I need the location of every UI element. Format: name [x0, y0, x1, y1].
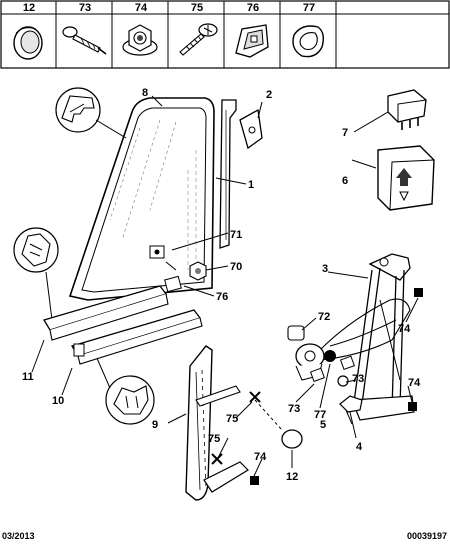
callout-73a: 73	[352, 373, 364, 385]
callout-5: 5	[320, 419, 326, 431]
slide-clip-detail	[95, 355, 155, 425]
callout-labels: 8 2 1 7 6 71 70 3 76 72 74 11 10 73 74 7…	[22, 87, 421, 483]
seal-ring-icon	[292, 25, 325, 58]
door-frame-seal	[219, 99, 237, 249]
body-grommet-12	[254, 399, 303, 449]
callout-70: 70	[230, 261, 242, 273]
callout-74c: 74	[254, 451, 267, 463]
clip-profile-detail	[13, 227, 59, 321]
callout-75b: 75	[208, 433, 220, 445]
footer-date: 03/2013	[2, 531, 35, 541]
callout-76: 76	[216, 291, 228, 303]
callout-71: 71	[230, 229, 242, 241]
callout-7: 7	[342, 127, 348, 139]
header-part-ref-75: 75	[191, 2, 203, 14]
regulator-bracket-4	[339, 395, 363, 413]
footer-reference-number: 00039197	[406, 531, 447, 541]
clip-76	[164, 275, 182, 293]
callout-3: 3	[322, 263, 328, 275]
callout-12: 12	[286, 471, 298, 483]
washer-73	[337, 375, 349, 387]
push-rivet-icon	[62, 26, 107, 55]
header-part-ref-76: 76	[247, 2, 259, 14]
ring-77	[324, 350, 336, 362]
self-tapping-screw-icon	[179, 23, 218, 56]
lower-channel-10	[71, 309, 203, 365]
small-clip-71	[149, 245, 177, 271]
callout-8: 8	[142, 87, 148, 99]
callout-75a: 75	[226, 413, 238, 425]
callout-74a: 74	[398, 323, 411, 335]
callout-72: 72	[318, 311, 330, 323]
lower-channel-11	[43, 285, 169, 341]
grommet-icon	[13, 26, 43, 60]
header-part-ref-12: 12	[23, 2, 35, 14]
callout-9: 9	[152, 419, 158, 431]
screw-marker	[211, 391, 261, 465]
window-glass	[68, 97, 215, 301]
callout-11: 11	[22, 371, 34, 383]
guide-rail	[185, 345, 249, 501]
header-part-ref-73: 73	[79, 2, 91, 14]
retaining-clip-icon	[235, 24, 269, 58]
seal-profile-detail	[55, 87, 127, 139]
callout-2: 2	[266, 89, 272, 101]
leader-lines	[31, 95, 419, 477]
callout-74b: 74	[408, 377, 421, 389]
window-switch[interactable]	[377, 145, 435, 211]
glass-bracket	[239, 108, 263, 150]
header-part-ref-77: 77	[303, 2, 315, 14]
callout-1: 1	[248, 179, 254, 191]
callout-4: 4	[356, 441, 363, 453]
regulator-fixing-nuts	[250, 288, 423, 485]
callout-6: 6	[342, 175, 348, 187]
regulator-motor	[287, 325, 325, 381]
callout-10: 10	[52, 395, 64, 407]
window-regulator	[319, 253, 415, 421]
header-parts-strip: 12 73 74 75 76 77	[0, 0, 450, 69]
header-part-ref-74: 74	[135, 2, 148, 14]
flange-nut-icon	[122, 24, 158, 56]
callout-77: 77	[314, 409, 326, 421]
relay	[387, 89, 427, 130]
nut-70	[189, 261, 207, 281]
clip-squares	[309, 355, 355, 383]
callout-73b: 73	[288, 403, 300, 415]
